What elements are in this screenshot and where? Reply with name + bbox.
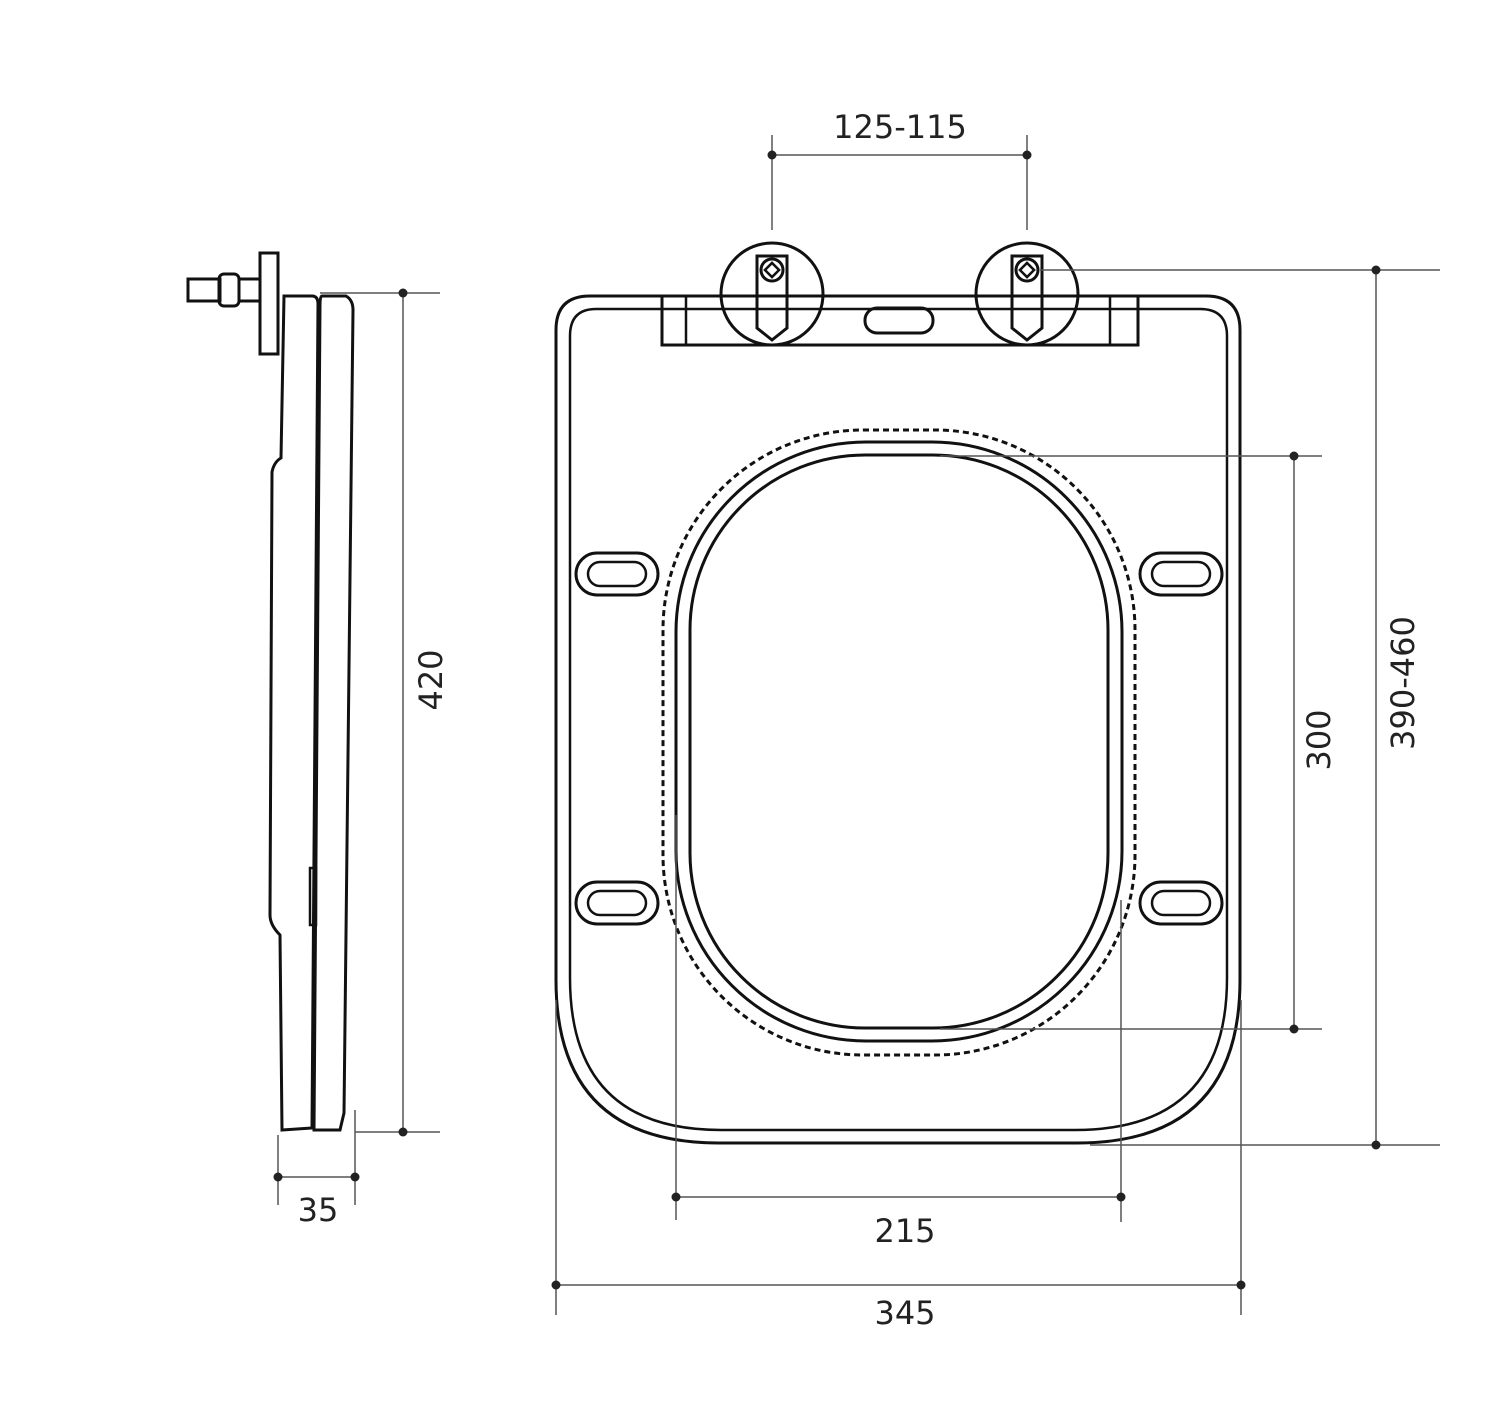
dimension-opening-width: 215 — [671, 815, 1126, 1250]
dim-label: 420 — [412, 649, 450, 710]
dimension-hinge-spacing: 125-115 — [767, 108, 1032, 230]
hinge-slot — [863, 306, 935, 335]
hinge-left — [719, 241, 825, 347]
dimension-seat-thickness: 35 — [273, 1110, 360, 1229]
bolt-icon — [759, 257, 785, 283]
seat-ring-profile — [268, 294, 320, 1132]
dimension-fixing-length: 390-460 — [1040, 265, 1440, 1150]
opening-dashed-outline — [661, 428, 1137, 1057]
dimension-opening-length: 300 — [940, 451, 1338, 1034]
side-bumper — [308, 866, 318, 927]
buffer-slot — [1138, 551, 1224, 597]
buffer-slot — [574, 880, 660, 926]
dim-label: 390-460 — [1384, 616, 1422, 750]
bolt-icon — [1014, 257, 1040, 283]
buffer-slot — [1138, 880, 1224, 926]
opening-inner — [688, 453, 1110, 1030]
hinge-right — [974, 241, 1080, 347]
side-view — [186, 251, 355, 1132]
dim-label: 215 — [874, 1212, 935, 1250]
seat-inner-outline — [568, 307, 1229, 1132]
hinge-shaft — [237, 277, 262, 303]
dimension-seat-width: 345 — [551, 1000, 1246, 1332]
dim-label: 300 — [1300, 709, 1338, 770]
dimension-seat-length: 420 — [320, 288, 450, 1137]
hinge-bolt — [186, 277, 222, 303]
buffer-slot — [574, 551, 660, 597]
hinge-plate — [258, 251, 280, 356]
top-view — [554, 241, 1242, 1145]
seat-lid-profile — [312, 294, 355, 1132]
opening-outer — [674, 440, 1124, 1043]
dim-label: 35 — [298, 1191, 339, 1229]
seat-outline — [554, 294, 1242, 1145]
hinge-bar — [660, 294, 1140, 347]
dim-label: 345 — [874, 1294, 935, 1332]
hinge-nut — [217, 272, 241, 308]
dim-label: 125-115 — [833, 108, 967, 146]
